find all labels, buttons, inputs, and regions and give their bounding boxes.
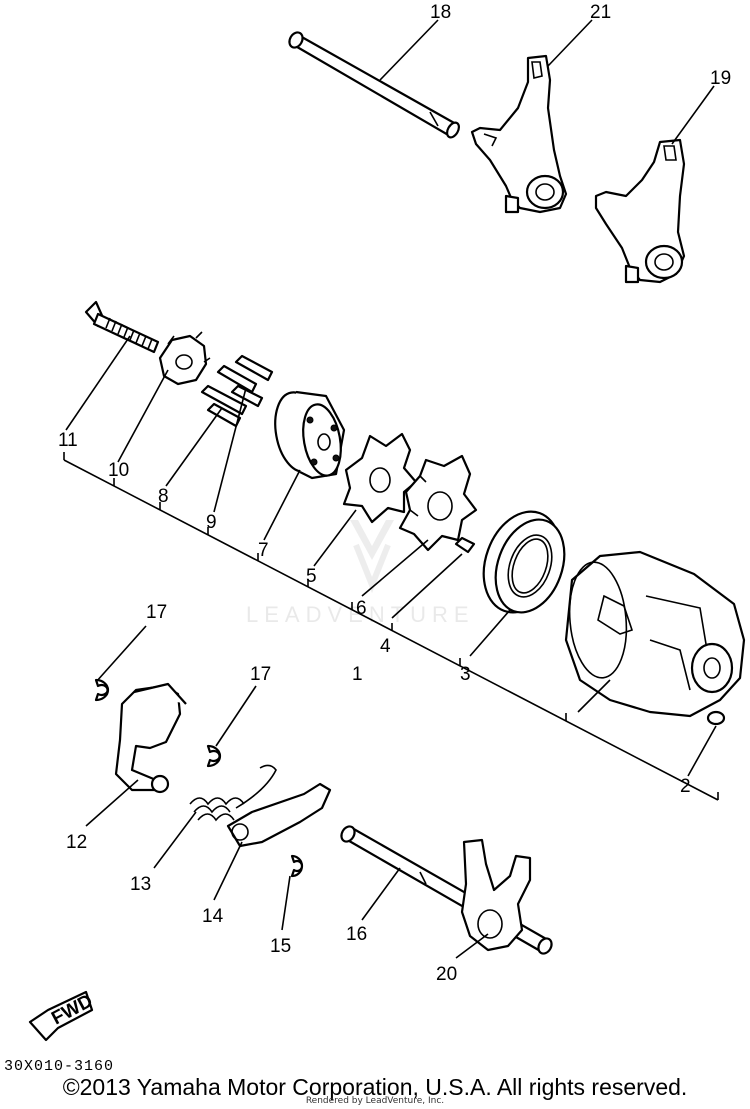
part-15-circlip[interactable] [290, 854, 304, 878]
copyright-notice: ©2013 Yamaha Motor Corporation, U.S.A. A… [62, 1074, 688, 1100]
callout-8[interactable]: 8 [158, 486, 169, 507]
part-3-bearing[interactable] [470, 501, 576, 623]
callout-labels: 18 21 19 11 10 8 9 7 5 6 4 1 3 2 17 17 1… [58, 2, 731, 985]
callout-17-upper[interactable]: 17 [146, 602, 167, 623]
rendered-by-notice: Rendered by LeadVenture, Inc. [305, 1096, 445, 1106]
callout-4[interactable]: 4 [380, 636, 391, 657]
callout-3[interactable]: 3 [460, 664, 471, 685]
callout-7[interactable]: 7 [258, 540, 269, 561]
part-7-drum-segment[interactable] [269, 389, 346, 480]
part-6-stopper-plate[interactable] [398, 454, 478, 552]
part-4-dowel-pin[interactable] [454, 536, 476, 554]
callout-10[interactable]: 10 [108, 460, 129, 481]
part-17-circlip-lower[interactable] [206, 744, 222, 768]
callout-2[interactable]: 2 [680, 776, 691, 797]
part-21-shift-fork[interactable] [470, 54, 568, 214]
part-10-segment[interactable] [158, 331, 211, 386]
callout-6[interactable]: 6 [356, 598, 367, 619]
part-17-circlip-upper[interactable] [94, 678, 110, 702]
part-9-pins[interactable] [216, 354, 274, 408]
callout-20[interactable]: 20 [436, 964, 457, 985]
callout-11[interactable]: 11 [58, 430, 78, 451]
callout-12[interactable]: 12 [66, 832, 87, 853]
part-code: 30X010-3160 [4, 1058, 115, 1075]
part-8-pins[interactable] [200, 384, 248, 428]
leadventure-watermark: LEADVENTURE [246, 520, 475, 627]
callout-18[interactable]: 18 [430, 2, 451, 23]
part-11-bolt[interactable] [84, 300, 160, 354]
callout-13[interactable]: 13 [130, 874, 151, 895]
callout-1[interactable]: 1 [352, 664, 363, 685]
part-14-shift-pawl[interactable] [226, 782, 332, 848]
callout-19[interactable]: 19 [710, 68, 731, 89]
part-1-shift-drum[interactable] [564, 550, 746, 718]
callout-9[interactable]: 9 [206, 512, 217, 533]
callout-21[interactable]: 21 [590, 2, 611, 23]
part-12-shift-arm[interactable] [114, 682, 187, 794]
callout-14[interactable]: 14 [202, 906, 224, 927]
part-20-shift-fork[interactable] [460, 838, 532, 952]
part-18-shift-fork-shaft[interactable] [287, 30, 462, 139]
callout-16[interactable]: 16 [346, 924, 367, 945]
callout-17-lower[interactable]: 17 [250, 664, 271, 685]
part-13-return-spring[interactable] [189, 764, 277, 822]
fwd-label: FWD [48, 991, 96, 1030]
leader-lines [65, 19, 717, 959]
fwd-direction-arrow: FWD [28, 991, 96, 1042]
part-5-stopper-plate[interactable] [342, 432, 418, 524]
assembly-bracket [63, 452, 719, 801]
callout-5[interactable]: 5 [306, 566, 317, 587]
part-2-plug[interactable] [706, 710, 726, 726]
part-19-shift-fork[interactable] [594, 138, 686, 284]
watermark-text: LEADVENTURE [246, 602, 475, 627]
callout-15[interactable]: 15 [270, 936, 291, 957]
